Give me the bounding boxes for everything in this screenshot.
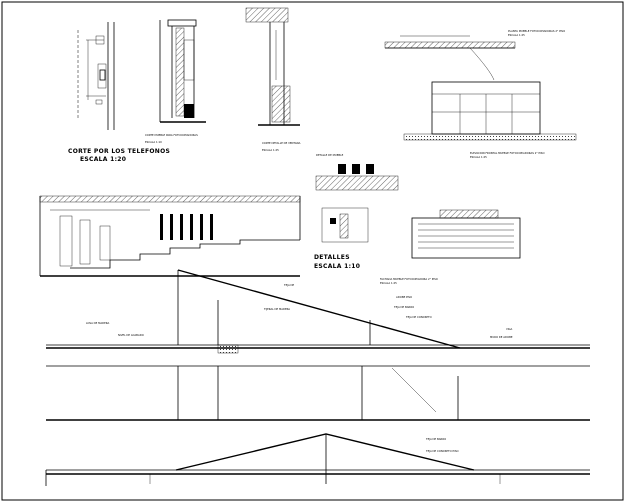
roof-note-d: TEJA DE BARRO [394, 305, 414, 309]
telefonos-scale: ESCALA 1:20 [80, 156, 126, 163]
detail-planta-mueble: PLANTA MUEBLE FOTOCOPIADORAS 2° PISO ESC… [384, 29, 565, 81]
telefonos-title: CORTE POR LOS TELEFONOS [68, 148, 170, 155]
roof-note-a: TEJA DE [284, 283, 295, 287]
section-main-roof: TEJA DE TIJERAL DE MADERA ADOBE PISO TEJ… [46, 269, 590, 421]
section-middle-left [39, 195, 301, 277]
left-note-a: LOSA DE MADERA [86, 321, 109, 325]
detalles-title: DETALLES [314, 254, 350, 261]
detail-elevacion-mueble: ELEVACION FRONTAL MUEBLE FOTOCOPIADORAS … [403, 81, 577, 159]
detail-ventana: CORTE DETALLE DE VENTANA ESCALA 1:25 [245, 7, 301, 152]
strip-note: DETALLE DE MUEBLE [316, 153, 344, 157]
left-note-b: NIVEL DE ACABADO [118, 333, 144, 337]
detail-mueble-fotocopiadoras: CORTE MUEBLE PARA FOTOCOPIADORAS ESCALA … [145, 19, 206, 144]
ventana-scale: ESCALA 1:25 [262, 148, 279, 152]
roof-note-e: TEJA DE CONCRETO [406, 315, 432, 319]
planta-note-b: ESCALA 1:25 [508, 33, 525, 37]
elevacion-note-b: ESCALA 1:25 [470, 155, 487, 159]
roof-note-g: MURO DE ADOBE [490, 335, 513, 339]
mueble-title: CORTE MUEBLE PARA FOTOCOPIADORAS [145, 133, 198, 137]
bottom-note-a: TEJA DE BARRO [426, 437, 446, 441]
roof-note-c: ADOBE PISO [396, 295, 412, 299]
mid-section-note-a: FACHADA MUEBLE FOTOCOPIADORA 2° PISO [380, 277, 438, 281]
ventana-title: CORTE DETALLE DE VENTANA [262, 141, 301, 145]
mueble-scale: ESCALA 1:10 [145, 140, 162, 144]
detalles-scale: ESCALA 1:10 [314, 263, 360, 270]
roof-note-f: VIGA [506, 327, 513, 331]
detail-detalles: DETALLES ESCALA 1:10 [314, 207, 369, 270]
bottom-note-b: TEJA DE CONCRETO PISO [426, 449, 459, 453]
detail-mueble-right [411, 209, 521, 259]
section-bottom-roof: TEJA DE BARRO TEJA DE CONCRETO PISO [45, 433, 590, 486]
roof-note-b: TIJERAL DE MADERA [264, 307, 290, 311]
detail-telefonos: CORTE POR LOS TELEFONOS ESCALA 1:20 [68, 22, 170, 163]
elevacion-note-a: ELEVACION FRONTAL MUEBLE FOTOCOPIADORAS … [470, 151, 545, 155]
mid-section-note-b: ESCALA 1:25 [380, 281, 397, 285]
planta-note-a: PLANTA MUEBLE FOTOCOPIADORAS 2° PISO [508, 29, 565, 33]
detail-strip-center: DETALLE DE MUEBLE [315, 153, 399, 191]
